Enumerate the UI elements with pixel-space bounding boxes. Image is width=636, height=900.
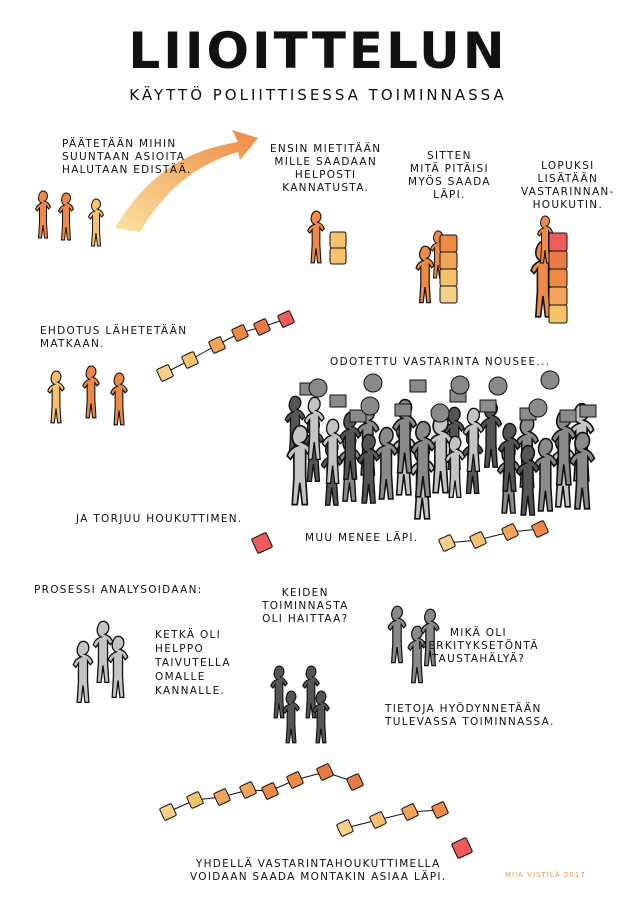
question-3-text: MIKÄ OLI MERKITYKSETÖNTÄ TAUSTAHÄLYÄ? <box>418 627 539 665</box>
protest-sign <box>394 403 412 417</box>
proposal-kite <box>316 763 334 781</box>
proposal-kite <box>251 532 273 554</box>
proposal-kite <box>213 788 231 806</box>
proposal-kite <box>239 781 257 799</box>
speech-bubble <box>488 376 508 396</box>
proposal-kite <box>531 520 549 538</box>
step-5-text: EHDOTUS LÄHETETÄÄN MATKAAN. <box>40 325 188 350</box>
step-8-text: MUU MENEE LÄPI. <box>305 532 419 544</box>
step-3-text: SITTEN MITÄ PITÄISI MYÖS SAADA LÄPI. <box>408 150 491 201</box>
caption-text: YHDELLÄ VASTARINTAHOUKUTTIMELLA VOIDAAN … <box>190 858 447 883</box>
step-2-text: ENSIN MIETITÄÄN MILLE SAADAAN HELPOSTI K… <box>270 143 382 194</box>
proposal-kite <box>336 819 354 837</box>
support-box <box>548 268 568 288</box>
speech-bubble <box>430 403 450 423</box>
support-box <box>329 247 347 265</box>
support-box <box>548 304 568 324</box>
person-figure <box>107 635 129 699</box>
protest-sign <box>559 409 577 423</box>
protest-sign <box>349 409 367 423</box>
proposal-kite <box>156 364 174 382</box>
signature: MIIA VISTILÄ 2017 <box>505 871 586 879</box>
support-box <box>439 285 458 304</box>
proposal-kite <box>431 801 449 819</box>
support-box <box>548 250 568 270</box>
person-figure <box>282 690 300 744</box>
direction-arrow <box>115 130 258 232</box>
analysis-heading: PROSESSI ANALYSOIDAAN: <box>34 584 203 596</box>
proposal-kite <box>469 531 487 549</box>
page-title: LIIOITTELUN <box>128 22 508 80</box>
support-box <box>439 268 458 287</box>
person-figure <box>82 365 100 419</box>
proposal-kite <box>286 771 304 789</box>
support-box <box>439 251 458 270</box>
protest-sign <box>479 399 497 413</box>
step-4-text: LOPUKSI LISÄTÄÄN VASTARINNAN- HOUKUTIN. <box>521 160 615 211</box>
proposal-kite <box>186 791 204 809</box>
protest-sign <box>579 404 597 418</box>
person-figure <box>72 640 94 704</box>
speech-bubble <box>360 396 380 416</box>
person-figure <box>92 620 114 684</box>
person-figure <box>387 605 407 664</box>
person-figure <box>415 245 435 304</box>
proposal-kite <box>401 803 419 821</box>
proposal-kite <box>159 803 177 821</box>
question-2-text: KEIDEN TOIMINNASTA OLI HAITTAA? <box>262 587 349 625</box>
protest-sign <box>409 379 427 393</box>
proposal-kite <box>438 534 456 552</box>
person-figure <box>58 192 74 241</box>
proposal-kite <box>231 324 249 342</box>
person-figure <box>35 190 51 239</box>
conclusion-text: TIETOJA HYÖDYNNETÄÄN TULEVASSA TOIMINNAS… <box>385 703 555 728</box>
proposal-kite <box>253 318 271 336</box>
proposal-kite <box>451 837 473 859</box>
person-figure <box>307 210 325 264</box>
support-box <box>548 232 568 252</box>
speech-bubble <box>308 378 328 398</box>
page-subtitle: KÄYTTÖ POLIITTISESSA TOIMINNASSA <box>129 86 507 104</box>
protest-sign <box>329 394 347 408</box>
proposal-kite <box>369 811 387 829</box>
person-figure <box>533 437 558 512</box>
proposal-kite <box>181 351 199 369</box>
speech-bubble <box>540 370 560 390</box>
proposal-kite <box>277 310 295 328</box>
step-7-text: JA TORJUU HOUKUTTIMEN. <box>76 513 243 525</box>
proposal-kite <box>208 336 226 354</box>
speech-bubble <box>528 398 548 418</box>
person-figure <box>374 426 399 500</box>
person-figure <box>47 370 65 424</box>
person-figure <box>88 198 104 247</box>
step-1-text: PÄÄTETÄÄN MIHIN SUUNTAAN ASIOITA HALUTAA… <box>62 138 192 176</box>
speech-bubble <box>363 373 383 393</box>
proposal-kite <box>346 773 364 791</box>
support-box <box>548 286 568 306</box>
support-box <box>439 234 458 253</box>
proposal-kite <box>261 782 279 800</box>
speech-bubble <box>450 375 470 395</box>
step-6-text: ODOTETTU VASTARINTA NOUSEE... <box>330 356 551 368</box>
support-box <box>329 231 347 249</box>
question-1-text: KETKÄ OLI HELPPO TAIVUTELLA OMALLE KANNA… <box>155 629 231 697</box>
person-figure <box>569 431 596 510</box>
proposal-kite <box>501 523 519 541</box>
person-figure <box>110 372 128 426</box>
